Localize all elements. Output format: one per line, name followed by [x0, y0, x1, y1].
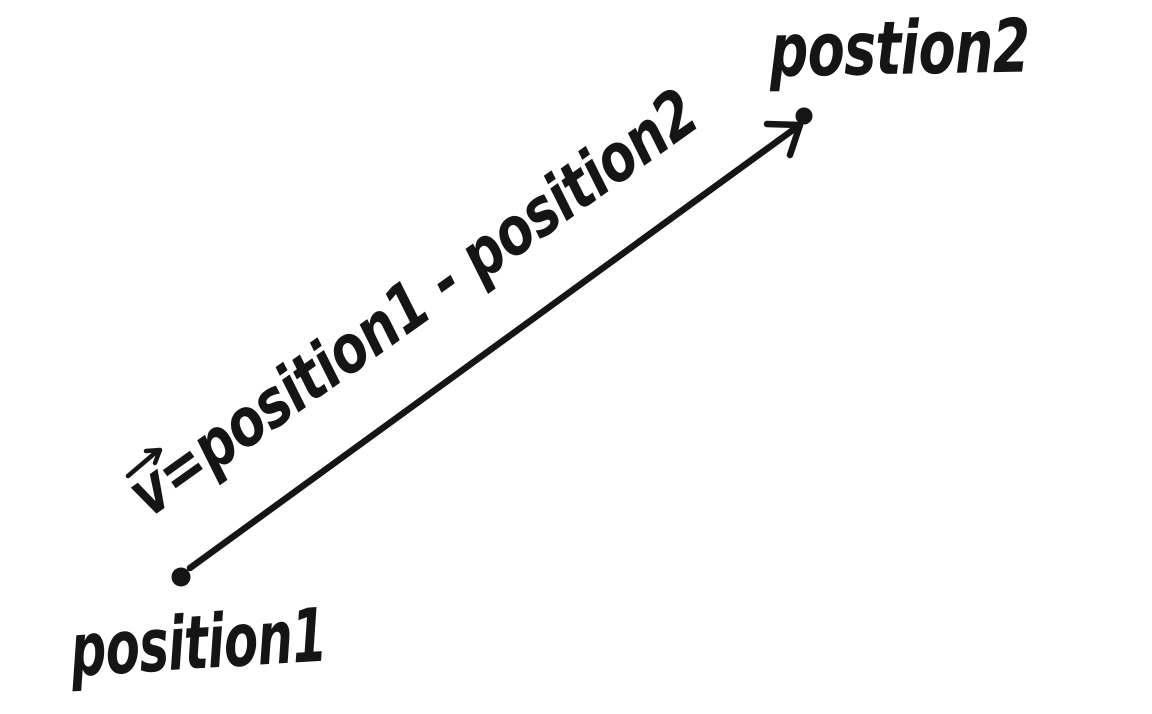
main-vector-arrow	[186, 120, 804, 572]
point-dot-position2	[795, 107, 813, 125]
point-dot-position1	[171, 567, 191, 587]
vector-hat-shaft	[125, 450, 158, 479]
equation-label: v=position1 - position2	[114, 74, 712, 532]
vector-hat-arrowhead	[143, 447, 163, 466]
arrow-up-right-icon	[125, 447, 163, 479]
label-position1: position1	[67, 592, 328, 694]
arrowhead-icon	[763, 120, 804, 159]
label-position2: postion2	[768, 3, 1030, 94]
vector-shaft	[186, 123, 801, 572]
